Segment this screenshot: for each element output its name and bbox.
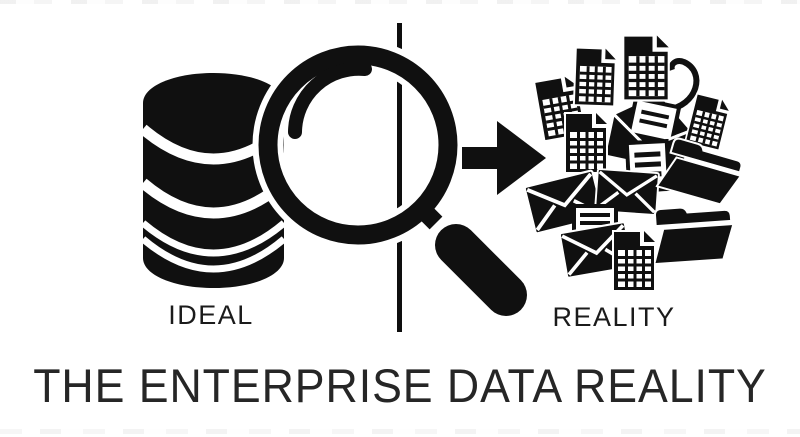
ideal-label: IDEAL [168,300,254,330]
folder-icon [655,130,748,210]
spreadsheet-icon [620,34,672,102]
magnifier-icon [250,37,550,339]
envelope-icon [593,168,662,216]
folder-icon [650,197,736,267]
bottom-noise-band [0,429,800,434]
top-noise-band [0,0,800,4]
database-icon [143,73,284,288]
arrow-right-icon [460,118,548,198]
reality-label: REALITY [552,302,676,332]
spreadsheet-icon [562,110,610,176]
reality-icon-cluster [520,28,780,308]
divider-line [397,23,402,332]
swoosh-icon [662,56,708,114]
spreadsheet-icon [681,88,734,156]
spreadsheet-icon [571,45,619,109]
spreadsheet-icon [610,226,658,296]
page-title: THE ENTERPRISE DATA REALITY [33,359,767,412]
